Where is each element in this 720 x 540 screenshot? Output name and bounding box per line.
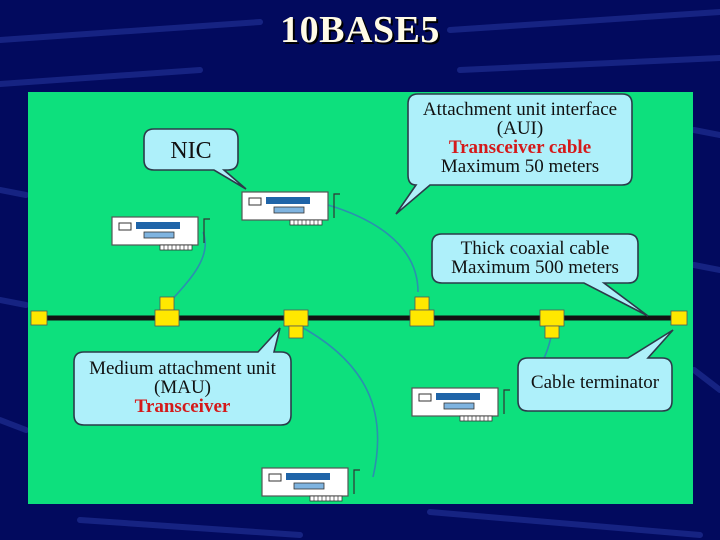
- nic-card-icon: [111, 216, 211, 251]
- terminator-icon: [30, 310, 48, 326]
- aui-line-4: Maximum 50 meters: [440, 156, 600, 177]
- coax-line-1: Thick coaxial cable: [460, 238, 610, 259]
- terminator-label: Cable terminator: [530, 372, 660, 393]
- aui-line-2: (AUI): [496, 118, 544, 139]
- mau-text: Medium attachment unit (MAU) Transceiver: [76, 359, 289, 416]
- aui-line-1: Attachment unit interface: [422, 99, 618, 120]
- nic-card-icon: [241, 191, 341, 226]
- mau-line-2: (MAU): [154, 377, 211, 398]
- transceiver-icon: [409, 296, 435, 327]
- coax-text: Thick coaxial cable Maximum 500 meters: [434, 239, 636, 277]
- network-diagram: [30, 93, 688, 502]
- coax-line-2: Maximum 500 meters: [451, 257, 619, 278]
- transceiver-icon: [539, 309, 565, 339]
- nic-label: NIC: [170, 138, 212, 164]
- diagram-panel: NIC Attachment unit interface (AUI) Tran…: [28, 92, 693, 504]
- coax-callout: [431, 233, 649, 317]
- slide-title: 10BASE5: [280, 9, 440, 51]
- mau-callout: [73, 327, 292, 426]
- transceiver-icon: [154, 296, 180, 327]
- terminator-icon: [670, 310, 688, 326]
- transceiver-icon: [283, 309, 309, 339]
- terminator-callout: [517, 329, 674, 412]
- aui-callout: [395, 93, 633, 215]
- aui-line-3: Transceiver cable: [448, 137, 592, 158]
- mau-line-3: Transceiver: [134, 396, 231, 417]
- nic-card-icon: [261, 467, 361, 502]
- nic-card-icon: [411, 387, 511, 422]
- mau-line-1: Medium attachment unit: [89, 358, 276, 379]
- nic-callout: [143, 128, 247, 190]
- aui-text: Attachment unit interface (AUI) Transcei…: [410, 100, 630, 176]
